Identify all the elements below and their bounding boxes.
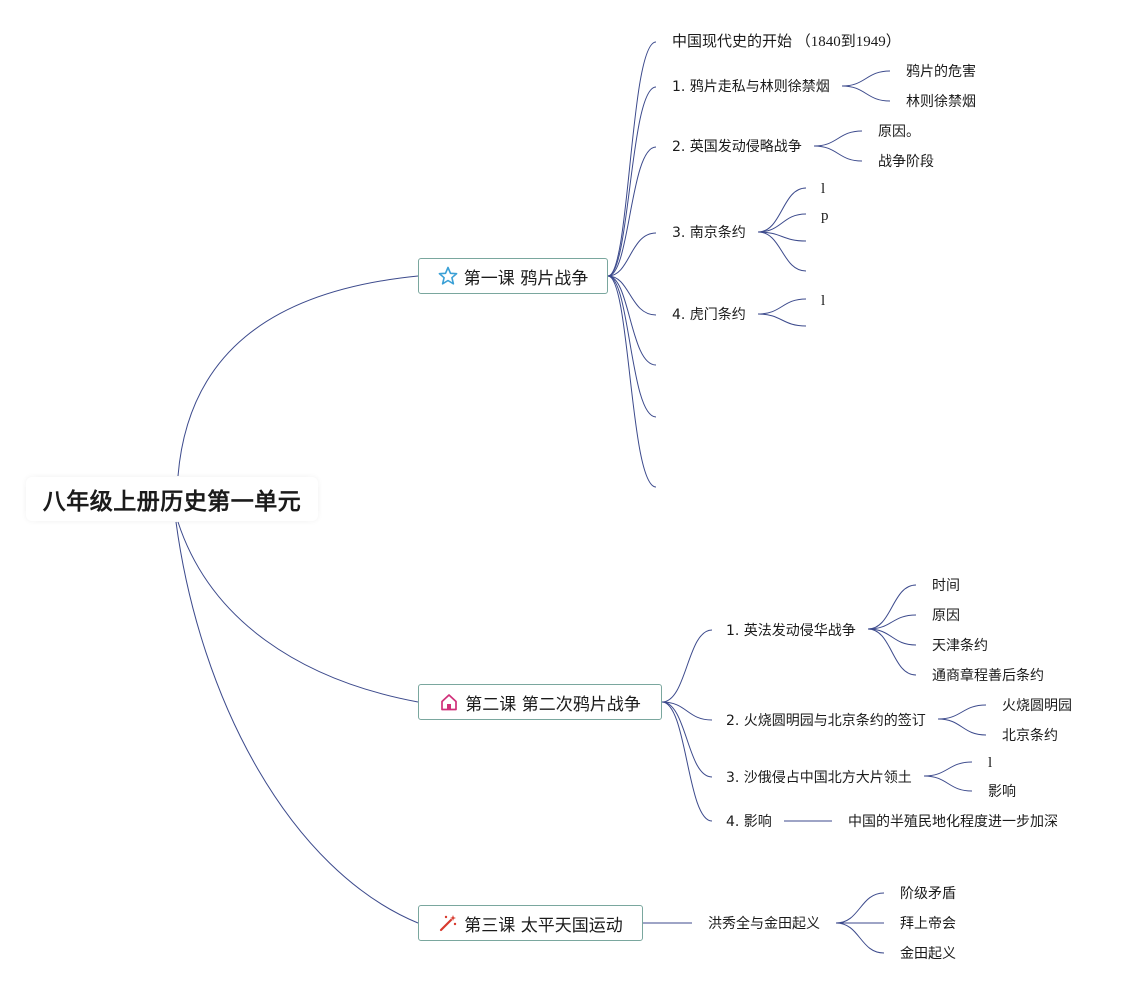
- l1-item-4[interactable]: 3. 南京条约: [672, 225, 746, 241]
- l1-c4: [607, 232, 657, 277]
- l2-item-2-child-1[interactable]: 火烧圆明园: [1002, 698, 1072, 714]
- l2-i3-c1: [923, 761, 973, 777]
- l1-c2: [607, 86, 657, 277]
- l3-i1-c3: [835, 922, 885, 954]
- l2-item-2[interactable]: 2. 火烧圆明园与北京条约的签订: [726, 713, 926, 729]
- l2-item-2-child-2[interactable]: 北京条约: [1002, 728, 1058, 744]
- l1-i4-c4: [757, 231, 807, 272]
- l2-i2-c1: [937, 704, 987, 720]
- root-label: 八年级上册历史第一单元: [42, 489, 302, 515]
- l2-i1-c1: [867, 584, 917, 630]
- l1-i4-c1: [757, 187, 807, 233]
- l2-i2-c2: [937, 718, 987, 736]
- l2-c4: [661, 701, 713, 822]
- l2-i1-c4: [867, 628, 917, 676]
- root-node[interactable]: 八年级上册历史第一单元: [26, 477, 318, 521]
- l1-i2-c1: [841, 70, 891, 87]
- l1-item-4-child-2[interactable]: p: [821, 208, 829, 224]
- l2-item-1-child-3[interactable]: 天津条约: [932, 638, 988, 654]
- l1-item-3-child-2[interactable]: 战争阶段: [878, 154, 934, 170]
- l2-item-3-child-2[interactable]: 影响: [988, 784, 1016, 800]
- l2-item-1-child-1[interactable]: 时间: [932, 578, 960, 594]
- l1-i2-c2: [841, 85, 891, 102]
- star-icon: [438, 266, 458, 286]
- l1-i3-c2: [813, 145, 863, 162]
- l2-item-1[interactable]: 1. 英法发动侵华战争: [726, 623, 856, 639]
- l1-item-2[interactable]: 1. 鸦片走私与林则徐禁烟: [672, 79, 830, 95]
- l1-i3-c1: [813, 130, 863, 147]
- l1-i4-c2: [757, 213, 807, 233]
- root-to-lesson-3: [175, 521, 419, 924]
- lesson-2-node[interactable]: 第二课 第二次鸦片战争: [418, 684, 662, 720]
- l2-item-4[interactable]: 4. 影响: [726, 814, 772, 830]
- l1-item-1[interactable]: 中国现代史的开始 （1840到1949）: [672, 34, 901, 50]
- lesson-1-title: 第一课 鸦片战争: [463, 268, 589, 289]
- l1-item-5[interactable]: 4. 虎门条约: [672, 307, 746, 323]
- l3-item-1-child-2[interactable]: 拜上帝会: [900, 916, 956, 932]
- lesson-3-node[interactable]: 第三课 太平天国运动: [418, 905, 643, 941]
- l3-item-1-child-1[interactable]: 阶级矛盾: [900, 886, 956, 902]
- l2-i3-c2: [923, 775, 973, 792]
- l2-i1-c2: [867, 614, 917, 630]
- l1-i5-c2: [757, 313, 807, 327]
- lesson-3-title: 第三课 太平天国运动: [464, 915, 623, 936]
- root-to-lesson-2: [177, 521, 419, 703]
- l1-c6: [607, 275, 657, 366]
- l2-c2: [661, 701, 713, 721]
- l1-item-3[interactable]: 2. 英国发动侵略战争: [672, 139, 802, 155]
- l2-item-4-child-1[interactable]: 中国的半殖民地化程度进一步加深: [848, 814, 1058, 830]
- l1-item-5-child-1[interactable]: l: [821, 293, 826, 309]
- l2-i1-c3: [867, 628, 917, 646]
- l2-c3: [661, 701, 713, 778]
- l2-item-1-child-4[interactable]: 通商章程善后条约: [932, 668, 1044, 684]
- root-to-lesson-1: [177, 275, 419, 477]
- l3-item-1-child-3[interactable]: 金田起义: [900, 946, 956, 962]
- magic-wand-icon: [438, 913, 458, 933]
- l2-item-3[interactable]: 3. 沙俄侵占中国北方大片领土: [726, 770, 912, 786]
- l3-item-1[interactable]: 洪秀全与金田起义: [708, 916, 820, 932]
- l1-item-3-child-1[interactable]: 原因。: [878, 124, 920, 140]
- l1-c7: [607, 275, 657, 418]
- lesson-2-title: 第二课 第二次鸦片战争: [465, 694, 641, 715]
- l3-i1-c1: [835, 892, 885, 924]
- l1-c5: [607, 275, 657, 316]
- l1-c3: [607, 146, 657, 277]
- lesson-1-node[interactable]: 第一课 鸦片战争: [418, 258, 608, 294]
- l1-c8: [607, 275, 657, 488]
- l1-c1: [607, 41, 657, 277]
- l1-item-2-child-2[interactable]: 林则徐禁烟: [906, 94, 976, 110]
- l1-item-4-child-1[interactable]: l: [821, 181, 826, 197]
- l2-c1: [661, 629, 713, 703]
- home-icon: [439, 692, 459, 712]
- l2-item-3-child-1[interactable]: l: [988, 755, 993, 771]
- l2-item-1-child-2[interactable]: 原因: [932, 608, 960, 624]
- l1-i5-c1: [757, 298, 807, 315]
- l1-item-2-child-1[interactable]: 鸦片的危害: [906, 64, 976, 80]
